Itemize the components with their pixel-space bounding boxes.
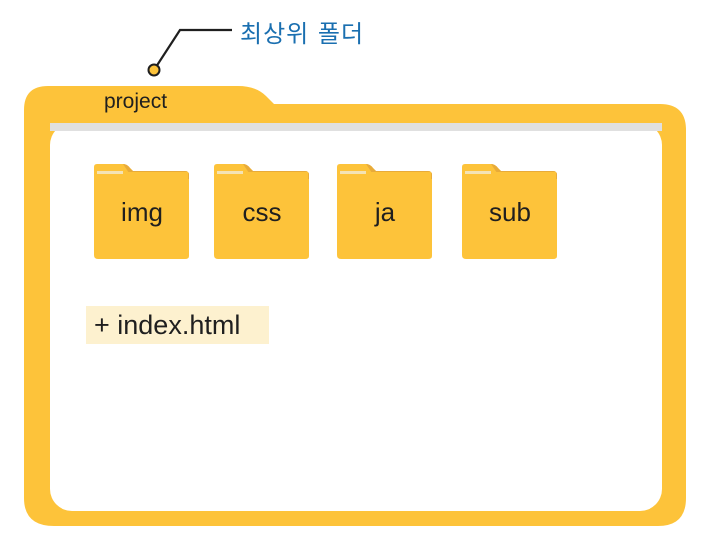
subfolder-ja[interactable]: ja: [336, 161, 434, 260]
callout-anchor-dot: [147, 63, 161, 77]
subfolder-css[interactable]: css: [213, 161, 311, 260]
file-index-html[interactable]: + index.html: [86, 306, 269, 344]
subfolder-label: css: [242, 197, 282, 227]
root-folder-separator: [50, 123, 662, 131]
subfolder-sub[interactable]: sub: [461, 161, 559, 260]
folder-icon: [94, 164, 189, 259]
subfolder-label: img: [121, 197, 163, 227]
root-folder-label: project: [104, 90, 168, 113]
callout-label: 최상위 폴더: [240, 20, 365, 48]
folder-icon: [214, 164, 309, 259]
folder-icon: [462, 164, 557, 259]
callout-leader-line: [153, 28, 232, 71]
subfolder-label: ja: [374, 197, 396, 227]
subfolder-label: sub: [489, 197, 531, 227]
folder-icon: [337, 164, 432, 259]
subfolder-img[interactable]: img: [93, 161, 191, 260]
